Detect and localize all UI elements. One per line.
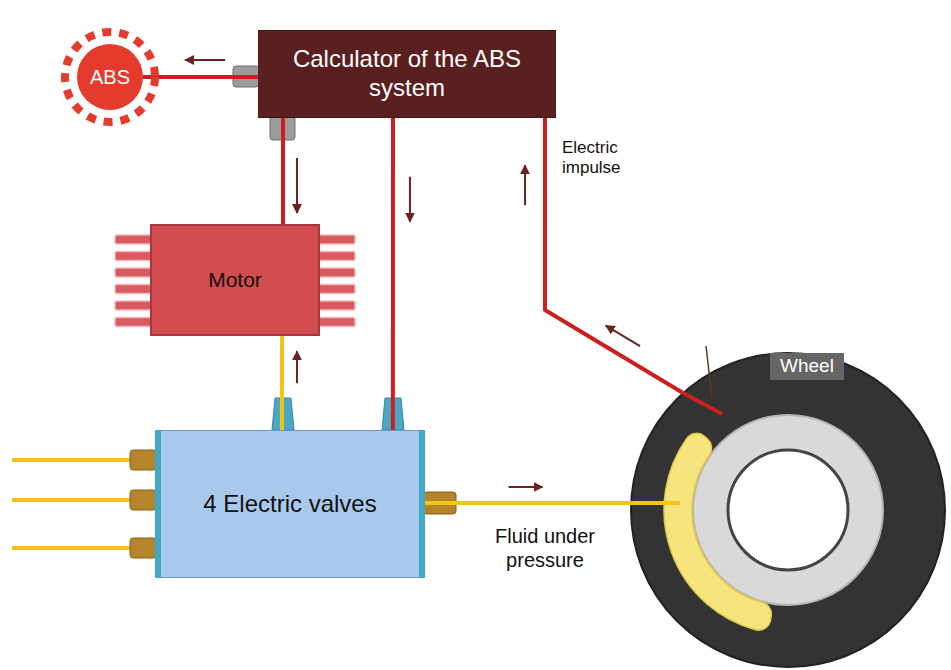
warning-lamp-label: ABS bbox=[90, 65, 130, 89]
flow-arrow bbox=[606, 326, 640, 347]
brake-disc bbox=[693, 415, 883, 605]
sensor-lead bbox=[706, 346, 712, 398]
port bbox=[130, 490, 157, 510]
motor-body bbox=[151, 225, 319, 335]
lamp-disc bbox=[77, 44, 143, 110]
wire bbox=[281, 118, 285, 225]
wire bbox=[545, 118, 682, 393]
sensor-wire bbox=[682, 393, 722, 414]
port bbox=[130, 538, 157, 558]
hub bbox=[728, 450, 848, 570]
motor-box-label: Motor bbox=[208, 267, 262, 292]
edge-label: Fluid under pressure bbox=[470, 524, 620, 572]
wheel-label: Wheel bbox=[770, 353, 844, 380]
flow-arrow bbox=[296, 158, 298, 213]
brake-caliper bbox=[664, 433, 771, 630]
edge-label: Electric impulse bbox=[562, 138, 672, 179]
wire bbox=[425, 501, 630, 505]
warning-lamp: ABS bbox=[77, 44, 143, 110]
valve-block: 4 Electric valves bbox=[155, 430, 425, 578]
flow-arrow bbox=[509, 486, 543, 488]
wheel-shape bbox=[630, 352, 946, 668]
wire bbox=[280, 335, 284, 430]
controller-box: Calculator of the ABS system bbox=[258, 30, 556, 118]
flow-arrow bbox=[409, 177, 411, 222]
tyre bbox=[631, 353, 945, 667]
wire bbox=[391, 118, 395, 430]
flow-arrow bbox=[524, 165, 526, 205]
controller-box-label: Calculator of the ABS system bbox=[274, 45, 540, 103]
port bbox=[130, 450, 157, 470]
wire bbox=[143, 75, 258, 79]
flow-arrow bbox=[185, 59, 225, 61]
wheel: Wheel bbox=[630, 352, 946, 668]
fluid-line bbox=[12, 546, 132, 550]
fluid-line bbox=[12, 498, 132, 502]
fluid-line bbox=[630, 501, 680, 505]
valve-block-label: 4 Electric valves bbox=[203, 490, 376, 519]
motor-box: Motor bbox=[115, 225, 355, 335]
lamp-rays bbox=[65, 32, 155, 122]
flow-arrow bbox=[296, 351, 298, 383]
fluid-line bbox=[12, 458, 132, 462]
